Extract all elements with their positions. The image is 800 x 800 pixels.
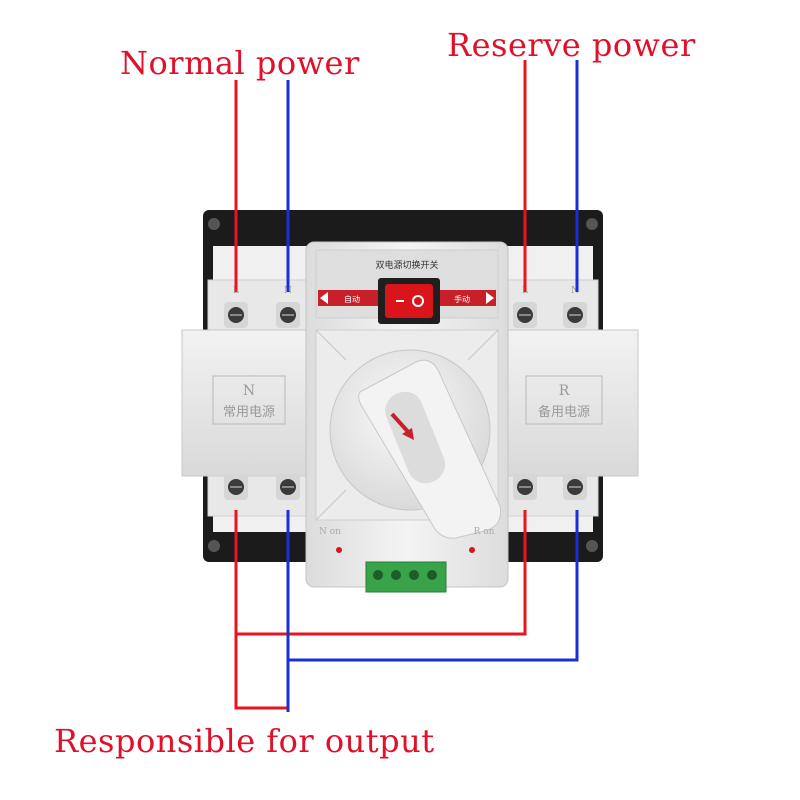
arrow-icon (390, 412, 412, 436)
manual-label: 手动 (454, 294, 470, 304)
screw-terminal (513, 302, 537, 328)
screw-terminal (224, 302, 248, 328)
normal-power-module: N 常用电源 L N (181, 279, 313, 517)
reserve-terminal-n-label: N (571, 286, 579, 296)
indicator-led-left (336, 547, 342, 553)
output-neutral-bridge (288, 510, 579, 662)
screw-terminal (563, 302, 587, 328)
output-live-wire (234, 510, 288, 710)
normal-power-label: Normal power (120, 44, 360, 82)
screw-terminal (224, 474, 248, 500)
screw-terminal (276, 474, 300, 500)
indicator-right-label: R on (474, 527, 495, 537)
reserve-power-module: R 备用电源 L N (505, 279, 639, 517)
indicator-left-label: N on (319, 527, 341, 537)
screw-terminal (513, 474, 537, 500)
center-control-unit: 双电源切换开关 自动 手动 N on R on (305, 241, 509, 593)
reserve-module-label: 备用电源 (538, 404, 590, 420)
normal-module-label: 常用电源 (223, 405, 275, 420)
center-title: 双电源切换开关 (375, 259, 438, 271)
reserve-power-label: Reserve power (447, 26, 696, 64)
rocker-switch[interactable] (378, 278, 440, 324)
auto-label: 自动 (344, 294, 360, 304)
rotary-handle[interactable] (329, 349, 502, 539)
normal-module-letter: N (243, 383, 255, 399)
output-live-bridge (236, 510, 527, 636)
screw-terminal (563, 474, 587, 500)
screw-terminal (276, 302, 300, 328)
wiring (234, 60, 579, 712)
reserve-module-letter: R (559, 383, 570, 399)
indicator-led-right (469, 547, 475, 553)
control-terminal-block (365, 561, 447, 593)
output-label: Responsible for output (54, 722, 435, 760)
